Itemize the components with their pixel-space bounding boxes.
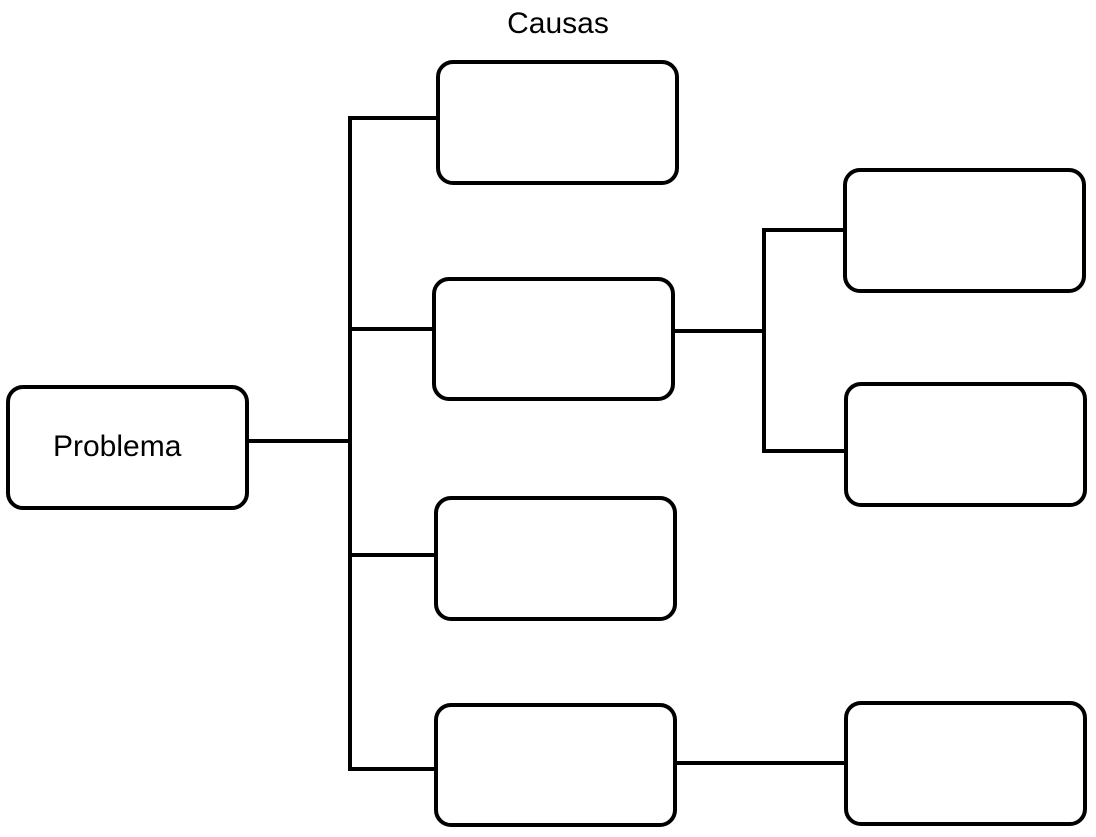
connectors xyxy=(245,116,848,771)
cause-box-1 xyxy=(436,60,679,185)
subcause-node-2-1 xyxy=(843,168,1086,293)
problem-node: Problema xyxy=(6,385,249,510)
cause-node-1 xyxy=(436,60,679,185)
cause-node-2 xyxy=(432,277,675,401)
causes-title: Causas xyxy=(507,7,609,40)
subcause-box-2-1 xyxy=(843,168,1086,293)
cause-box-2 xyxy=(432,277,675,401)
problem-label: Problema xyxy=(53,430,182,463)
cause-node-4 xyxy=(434,703,677,827)
subcause-box-4-1 xyxy=(844,701,1087,826)
subcause-node-2-2 xyxy=(844,382,1087,507)
subcause-box-2-2 xyxy=(844,382,1087,507)
cause-box-4 xyxy=(434,703,677,827)
cause-box-3 xyxy=(434,496,677,621)
subcause-node-4-1 xyxy=(844,701,1087,826)
problem-box xyxy=(6,385,249,510)
cause-node-3 xyxy=(434,496,677,621)
